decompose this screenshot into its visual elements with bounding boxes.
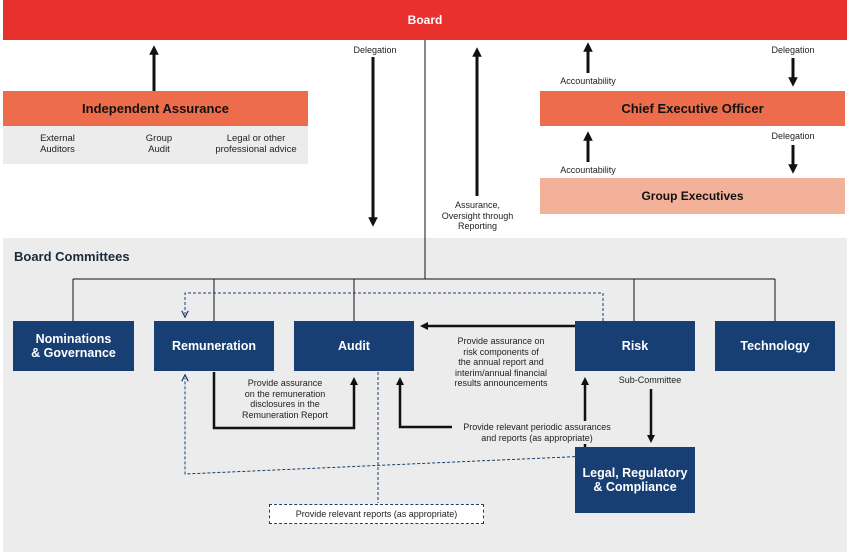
assurance-oversight-label: Assurance, Oversight through Reporting [441, 200, 514, 231]
accountability-label-exec: Accountability [560, 165, 616, 175]
board-committees-title: Board Committees [14, 249, 130, 264]
risk-to-audit-label: Provide assurance on risk components of … [438, 335, 564, 390]
audit-box: Audit [294, 321, 414, 371]
external-auditors-label: External Auditors [40, 133, 75, 155]
board-committees-panel [3, 238, 847, 552]
remuneration-box: Remuneration [154, 321, 274, 371]
risk-box: Risk [575, 321, 695, 371]
group-audit-label: Group Audit [145, 133, 173, 155]
legal-regulatory-compliance-box: Legal, Regulatory & Compliance [575, 447, 695, 513]
remuneration-to-audit-label: Provide assurance on the remuneration di… [226, 377, 344, 421]
delegation-label-board: Delegation [353, 45, 397, 55]
independent-assurance-box: Independent Assurance [3, 91, 308, 126]
independent-assurance-panel [3, 126, 308, 164]
technology-box: Technology [715, 321, 835, 371]
board-label: Board [407, 13, 443, 27]
board-header: Board [3, 0, 847, 40]
ceo-box: Chief Executive Officer [540, 91, 845, 126]
legal-advice-label: Legal or other professional advice [215, 133, 297, 155]
delegation-label-ceo: Delegation [771, 45, 815, 55]
delegation-label-exec: Delegation [771, 131, 815, 141]
relevant-reports-box: Provide relevant reports (as appropriate… [269, 504, 484, 524]
sub-committee-label: Sub-Committee [604, 375, 696, 386]
legal-to-audit-label: Provide relevant periodic assurances and… [452, 421, 622, 444]
accountability-label-ceo: Accountability [560, 76, 616, 86]
group-executives-box: Group Executives [540, 178, 845, 214]
nominations-governance-box: Nominations & Governance [13, 321, 134, 371]
